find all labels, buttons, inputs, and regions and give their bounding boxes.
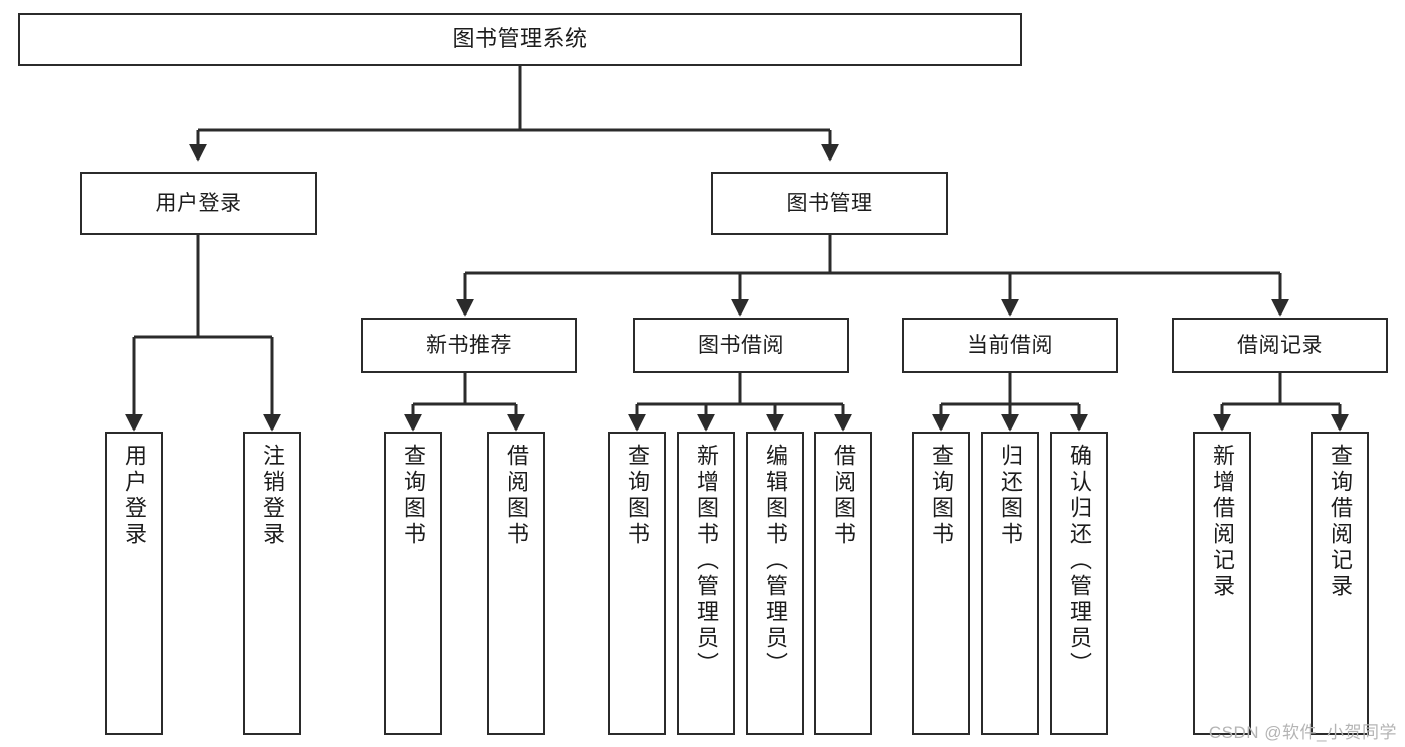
leaf-book-borrow-edit-book-admin[interactable]: 编辑图书（管理员） <box>746 432 804 735</box>
leaf-current-borrow-return-book[interactable]: 归还图书 <box>981 432 1039 735</box>
node-label: 查询图书 <box>929 444 954 548</box>
node-label: 编辑图书（管理员） <box>763 444 788 678</box>
node-label: 新增借阅记录 <box>1210 444 1235 600</box>
leaf-borrow-record-query-record[interactable]: 查询借阅记录 <box>1311 432 1369 735</box>
node-book-borrow[interactable]: 图书借阅 <box>633 318 849 373</box>
node-label: 用户登录 <box>122 444 147 548</box>
node-book-management[interactable]: 图书管理 <box>711 172 948 235</box>
node-label: 新增图书（管理员） <box>694 444 719 678</box>
node-label: 图书管理系统 <box>452 26 588 52</box>
node-label: 借阅记录 <box>1237 333 1323 357</box>
watermark-text: CSDN @软件_小贺同学 <box>1208 723 1397 742</box>
leaf-new-book-borrow-book[interactable]: 借阅图书 <box>487 432 545 735</box>
node-label: 查询借阅记录 <box>1328 444 1353 600</box>
leaf-new-book-query-book[interactable]: 查询图书 <box>384 432 442 735</box>
leaf-user-login-logout[interactable]: 注销登录 <box>243 432 301 735</box>
leaf-user-login-login[interactable]: 用户登录 <box>105 432 163 735</box>
node-label: 查询图书 <box>625 444 650 548</box>
node-label: 当前借阅 <box>967 333 1053 357</box>
leaf-book-borrow-add-book-admin[interactable]: 新增图书（管理员） <box>677 432 735 735</box>
node-label: 借阅图书 <box>504 444 529 548</box>
node-label: 借阅图书 <box>831 444 856 548</box>
node-label: 新书推荐 <box>426 333 512 357</box>
node-label: 图书借阅 <box>698 333 784 357</box>
node-label: 归还图书 <box>998 444 1023 548</box>
leaf-borrow-record-add-record[interactable]: 新增借阅记录 <box>1193 432 1251 735</box>
node-user-login[interactable]: 用户登录 <box>80 172 317 235</box>
node-borrow-record[interactable]: 借阅记录 <box>1172 318 1388 373</box>
node-new-book-recommend[interactable]: 新书推荐 <box>361 318 577 373</box>
node-label: 查询图书 <box>401 444 426 548</box>
node-label: 注销登录 <box>260 444 285 548</box>
node-label: 图书管理 <box>786 191 873 215</box>
node-label: 用户登录 <box>155 191 242 215</box>
leaf-book-borrow-borrow-book[interactable]: 借阅图书 <box>814 432 872 735</box>
node-current-borrow[interactable]: 当前借阅 <box>902 318 1118 373</box>
leaf-book-borrow-query-book[interactable]: 查询图书 <box>608 432 666 735</box>
leaf-current-borrow-confirm-return-admin[interactable]: 确认归还（管理员） <box>1050 432 1108 735</box>
leaf-current-borrow-query-book[interactable]: 查询图书 <box>912 432 970 735</box>
node-label: 确认归还（管理员） <box>1067 444 1092 678</box>
node-root-book-management-system[interactable]: 图书管理系统 <box>18 13 1022 66</box>
